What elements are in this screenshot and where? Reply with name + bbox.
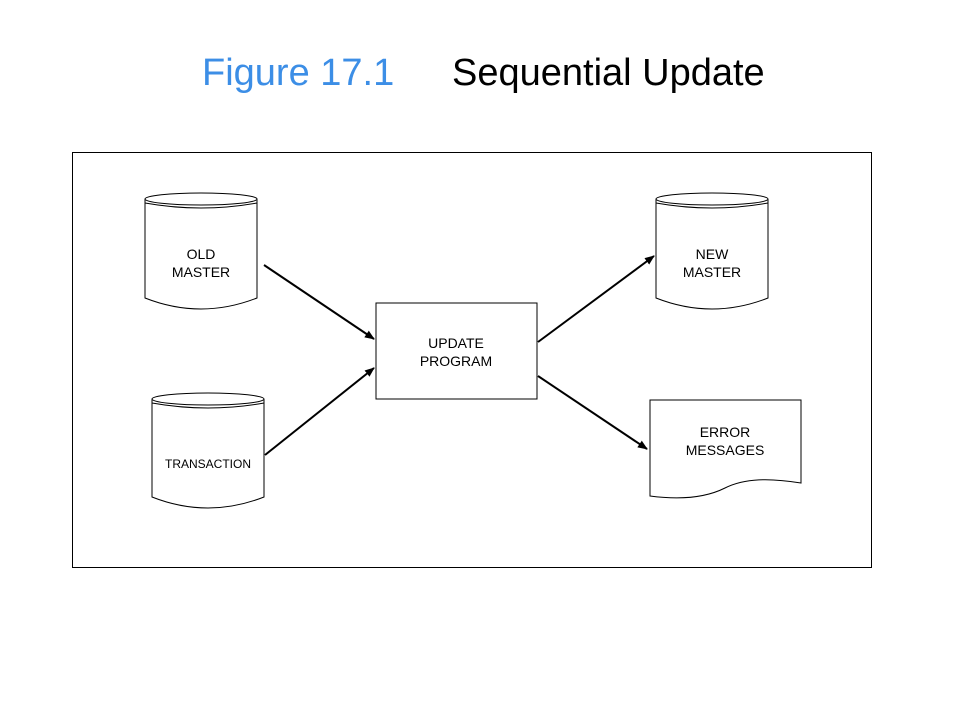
figure-title: Sequential Update <box>452 52 765 94</box>
arrow-update-to-error-messages <box>537 375 648 450</box>
arrow-update-to-new-master <box>537 255 655 343</box>
transaction-label: TRANSACTION <box>165 457 251 471</box>
new-master-label-2: MASTER <box>683 264 741 280</box>
diagram-frame <box>72 152 872 568</box>
arrow-transaction-to-update <box>264 367 375 456</box>
update-program-label-1: UPDATE <box>428 335 484 351</box>
update-program-label-2: PROGRAM <box>420 353 492 369</box>
error-messages-label-2: MESSAGES <box>686 442 765 458</box>
arrow-old-master-to-update <box>263 264 375 340</box>
error-messages-label-1: ERROR <box>700 424 751 440</box>
update-program-node: UPDATE PROGRAM <box>375 302 538 400</box>
diagram-title: Figure 17.1 Sequential Update <box>0 52 960 108</box>
old-master-label-2: MASTER <box>172 264 230 280</box>
old-master-label-1: OLD <box>187 246 216 262</box>
new-master-label-1: NEW <box>696 246 729 262</box>
error-messages-node: ERROR MESSAGES <box>649 399 802 499</box>
figure-number: Figure 17.1 <box>202 52 395 94</box>
old-master-node: OLD MASTER <box>144 192 258 310</box>
new-master-node: NEW MASTER <box>655 192 769 310</box>
transaction-node: TRANSACTION <box>151 392 265 509</box>
